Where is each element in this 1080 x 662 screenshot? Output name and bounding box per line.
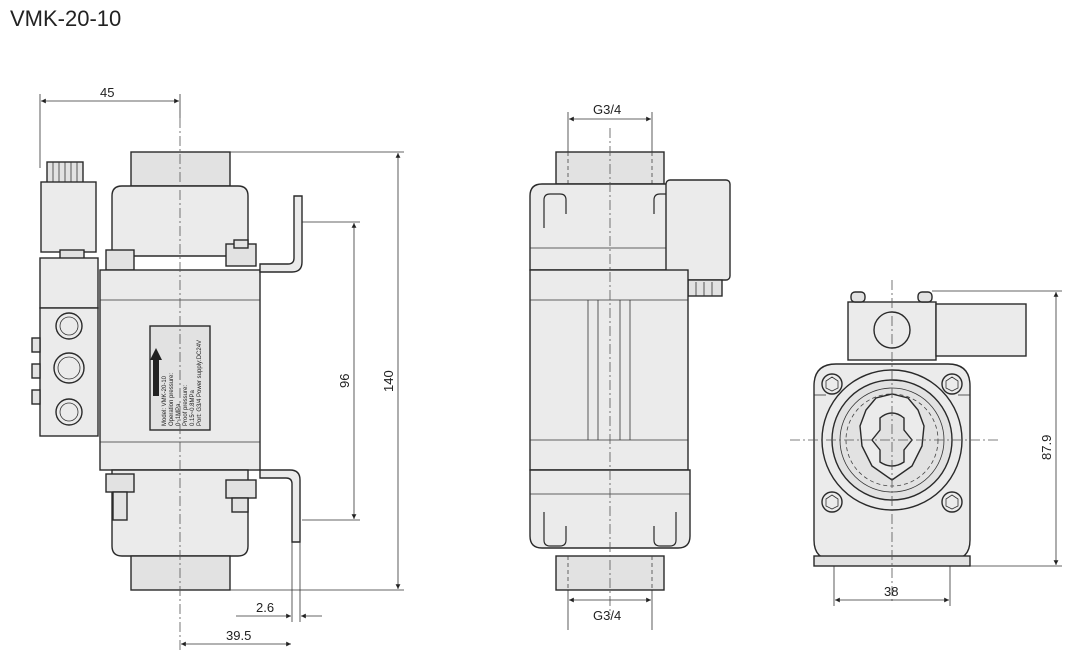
dim-width-38: 38 (884, 584, 898, 599)
dim-offset-2-6: 2.6 (256, 600, 274, 615)
nameplate-text: Model: VMK-20-10 Operation pressure: 0~1… (162, 340, 203, 426)
front-main-body (529, 269, 689, 471)
solenoid-coil (40, 181, 97, 253)
flow-arrow (150, 348, 162, 396)
dim-height-87-9: 87.9 (1039, 435, 1054, 460)
bolt-tl (821, 373, 843, 395)
svg-text:Operation pressure:: Operation pressure: (169, 373, 175, 426)
svg-text:0~1MPa: 0~1MPa (176, 403, 182, 426)
end-connector (935, 303, 1027, 357)
drawing-title: VMK-20-10 (10, 6, 121, 31)
svg-text:Model: VMK-20-10: Model: VMK-20-10 (162, 375, 168, 426)
dim-height-96: 96 (337, 374, 352, 388)
bolt-br (941, 491, 963, 513)
svg-text:0.15~0.8MPa: 0.15~0.8MPa (190, 389, 196, 426)
side-view: Model: VMK-20-10 Operation pressure: 0~1… (31, 85, 404, 650)
top-port (130, 151, 231, 187)
dim-port-top: G3/4 (593, 102, 621, 117)
end-view: 87.9 38 (790, 280, 1062, 606)
connector-plug (665, 179, 731, 281)
bottom-port (130, 555, 231, 591)
bottom-bracket (259, 469, 301, 543)
bottom-housing (111, 469, 249, 557)
front-view: G3/4 G3/4 (529, 102, 731, 630)
top-bracket (259, 195, 303, 273)
bolt-tr (941, 373, 963, 395)
dim-port-bottom: G3/4 (593, 608, 621, 623)
svg-text:Port: G3/4 Power supply:DC24V: Port: G3/4 Power supply:DC24V (197, 340, 203, 426)
svg-text:Proof pressure:: Proof pressure: (183, 385, 189, 426)
pilot-housing (39, 257, 99, 309)
bolt-bl (821, 491, 843, 513)
dim-height-140: 140 (381, 370, 396, 392)
dim-width-45: 45 (100, 85, 114, 100)
dim-offset-39-5: 39.5 (226, 628, 251, 643)
